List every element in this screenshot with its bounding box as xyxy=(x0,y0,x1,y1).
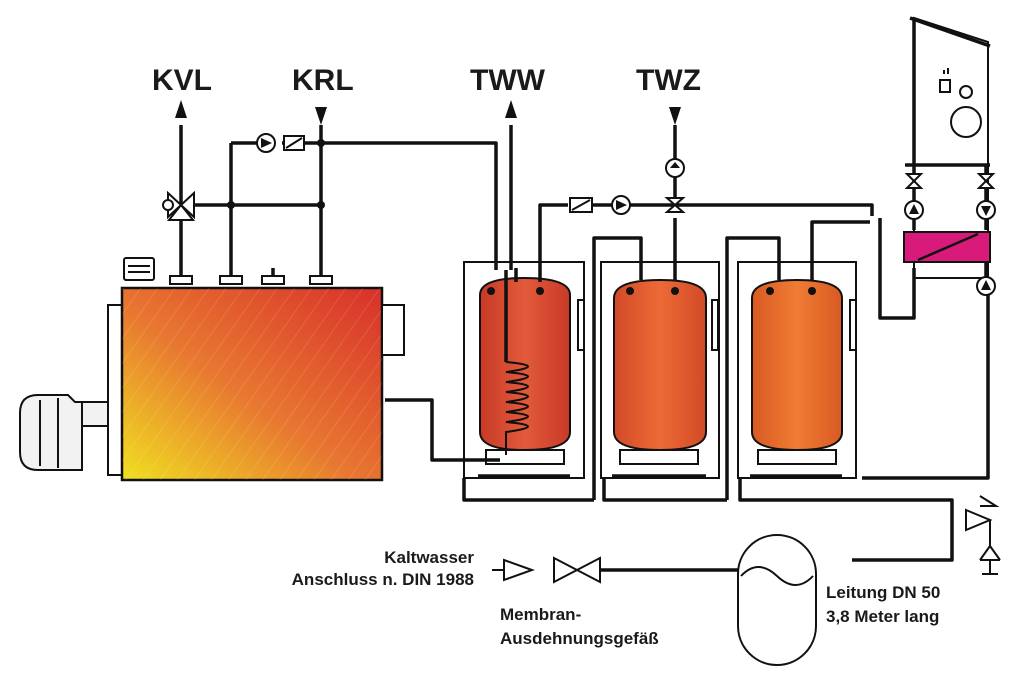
arrow-up-icon xyxy=(505,100,517,118)
tank-piping xyxy=(385,125,990,562)
gate-valve-icon xyxy=(904,173,924,189)
label-krl: KRL xyxy=(292,64,354,97)
burner-icon xyxy=(19,394,109,471)
label-twz: TWZ xyxy=(636,64,701,97)
pump-icon xyxy=(976,200,996,220)
storage-tank-3 xyxy=(737,261,857,479)
pump-icon xyxy=(904,200,924,220)
check-valve-icon xyxy=(569,197,593,213)
arrow-down-icon xyxy=(315,107,327,125)
label-leitung-2: 3,8 Meter lang xyxy=(826,607,939,626)
pump-icon xyxy=(611,195,631,215)
label-membran-1: Membran- xyxy=(500,605,581,624)
boiler-control-box xyxy=(123,257,155,281)
boiler-piping xyxy=(179,125,498,276)
label-tww: TWW xyxy=(470,64,546,97)
check-valve-icon xyxy=(283,135,305,151)
three-way-valve-icon xyxy=(162,190,196,221)
arrow-up-icon xyxy=(175,100,187,118)
safety-valve-icon xyxy=(965,495,1001,575)
pump-icon xyxy=(256,133,276,153)
storage-tank-1 xyxy=(463,261,585,479)
coil-icon xyxy=(504,270,529,455)
label-kaltwasser-1: Kaltwasser xyxy=(384,548,474,567)
label-membran-2: Ausdehnungsgefäß xyxy=(500,629,659,648)
label-kaltwasser-2: Anschluss n. DIN 1988 xyxy=(292,570,474,589)
arrow-right-icon xyxy=(492,558,535,582)
three-way-valve-icon xyxy=(664,197,686,213)
label-leitung-1: Leitung DN 50 xyxy=(826,583,940,602)
arrow-down-icon xyxy=(669,107,681,125)
gate-valve-icon xyxy=(976,173,996,189)
pump-icon xyxy=(976,276,996,296)
membrane-expansion-vessel xyxy=(737,534,817,666)
label-kvl: KVL xyxy=(152,64,212,97)
storage-tank-2 xyxy=(600,261,720,479)
boiler xyxy=(19,257,405,482)
heat-exchanger-station xyxy=(903,16,991,292)
gate-valve-icon xyxy=(553,556,601,584)
pump-icon xyxy=(665,158,685,178)
